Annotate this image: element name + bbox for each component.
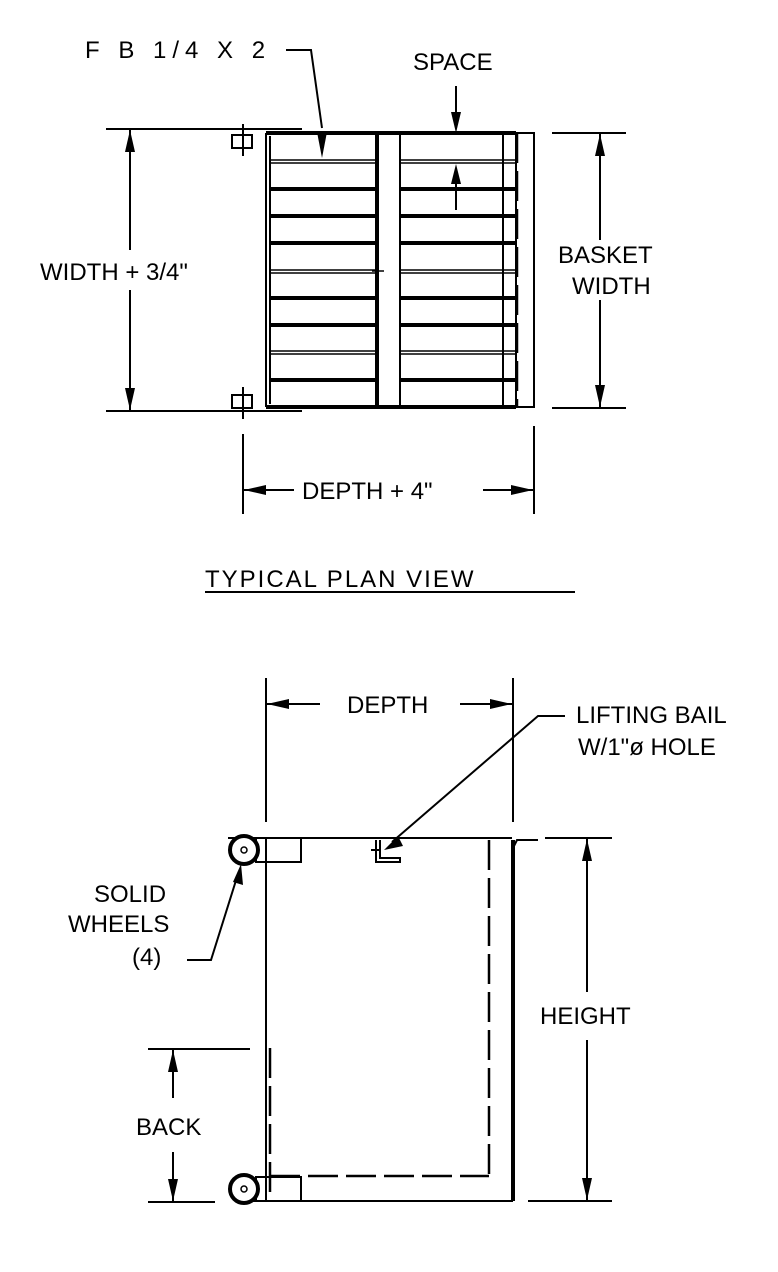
depth-plus-label: DEPTH + 4" <box>302 478 433 505</box>
side-view: DEPTH LIFTING BAIL W/1"ø HOLE SOLID WHEE… <box>68 678 727 1205</box>
wheel-bracket-bottom <box>255 1176 302 1202</box>
space-label: SPACE <box>413 49 493 76</box>
back-arrow-down <box>168 1179 178 1201</box>
flat-bar-arrow <box>317 132 327 158</box>
depth-arrow-right <box>490 699 512 709</box>
depth-label: DEPTH <box>347 692 428 719</box>
basket-width-label-2: WIDTH <box>572 273 651 300</box>
depth-plus-arrow-right <box>511 485 533 495</box>
solid-wheels-arrow <box>233 864 243 885</box>
flat-bar-leader <box>286 49 323 129</box>
height-arrow-up <box>582 839 592 861</box>
plan-view-title: TYPICAL PLAN VIEW <box>205 566 476 593</box>
height-arrow-down <box>582 1178 592 1200</box>
height-label: HEIGHT <box>540 1003 631 1030</box>
plan-view: F B 1/4 X 2 SPACE WIDTH + 3/4" <box>40 37 653 593</box>
depth-plus-arrow-left <box>244 485 266 495</box>
space-arrow-up <box>451 164 461 184</box>
lifting-bail-label-2: W/1"ø HOLE <box>578 734 716 761</box>
space-arrow-down <box>451 112 461 133</box>
depth-arrow-left <box>267 699 289 709</box>
wheel-bracket-top <box>255 837 302 863</box>
basket-right-frame <box>515 132 535 408</box>
wheel-bottom <box>228 1173 260 1205</box>
solid-wheels-label-2: WHEELS <box>68 911 169 938</box>
lifting-bail-arrow <box>384 836 403 850</box>
wheel-top <box>228 834 260 866</box>
wheel-hub-bottom <box>240 1185 248 1193</box>
solid-wheels-label-1: SOLID <box>94 881 166 908</box>
lifting-bail <box>375 840 401 863</box>
basket-width-arrow-down <box>595 385 605 407</box>
flat-bar-label: F B 1/4 X 2 <box>85 37 271 64</box>
width-arrow-down <box>125 388 135 410</box>
top-lip <box>512 839 538 849</box>
width-plus-label: WIDTH + 3/4" <box>40 259 188 286</box>
solid-wheels-label-3: (4) <box>132 944 161 971</box>
basket-width-arrow-up <box>595 134 605 156</box>
lifting-bail-leader <box>391 715 565 843</box>
basket-width-label-1: BASKET <box>558 242 653 269</box>
solid-wheels-leader <box>187 873 239 961</box>
lifting-bail-label-1: LIFTING BAIL <box>576 702 727 729</box>
back-arrow-up <box>168 1050 178 1072</box>
slats-right <box>400 159 516 382</box>
back-label: BACK <box>136 1114 201 1141</box>
slats-left <box>270 159 377 382</box>
wheel-hub-top <box>240 846 248 854</box>
width-arrow-up <box>125 130 135 152</box>
